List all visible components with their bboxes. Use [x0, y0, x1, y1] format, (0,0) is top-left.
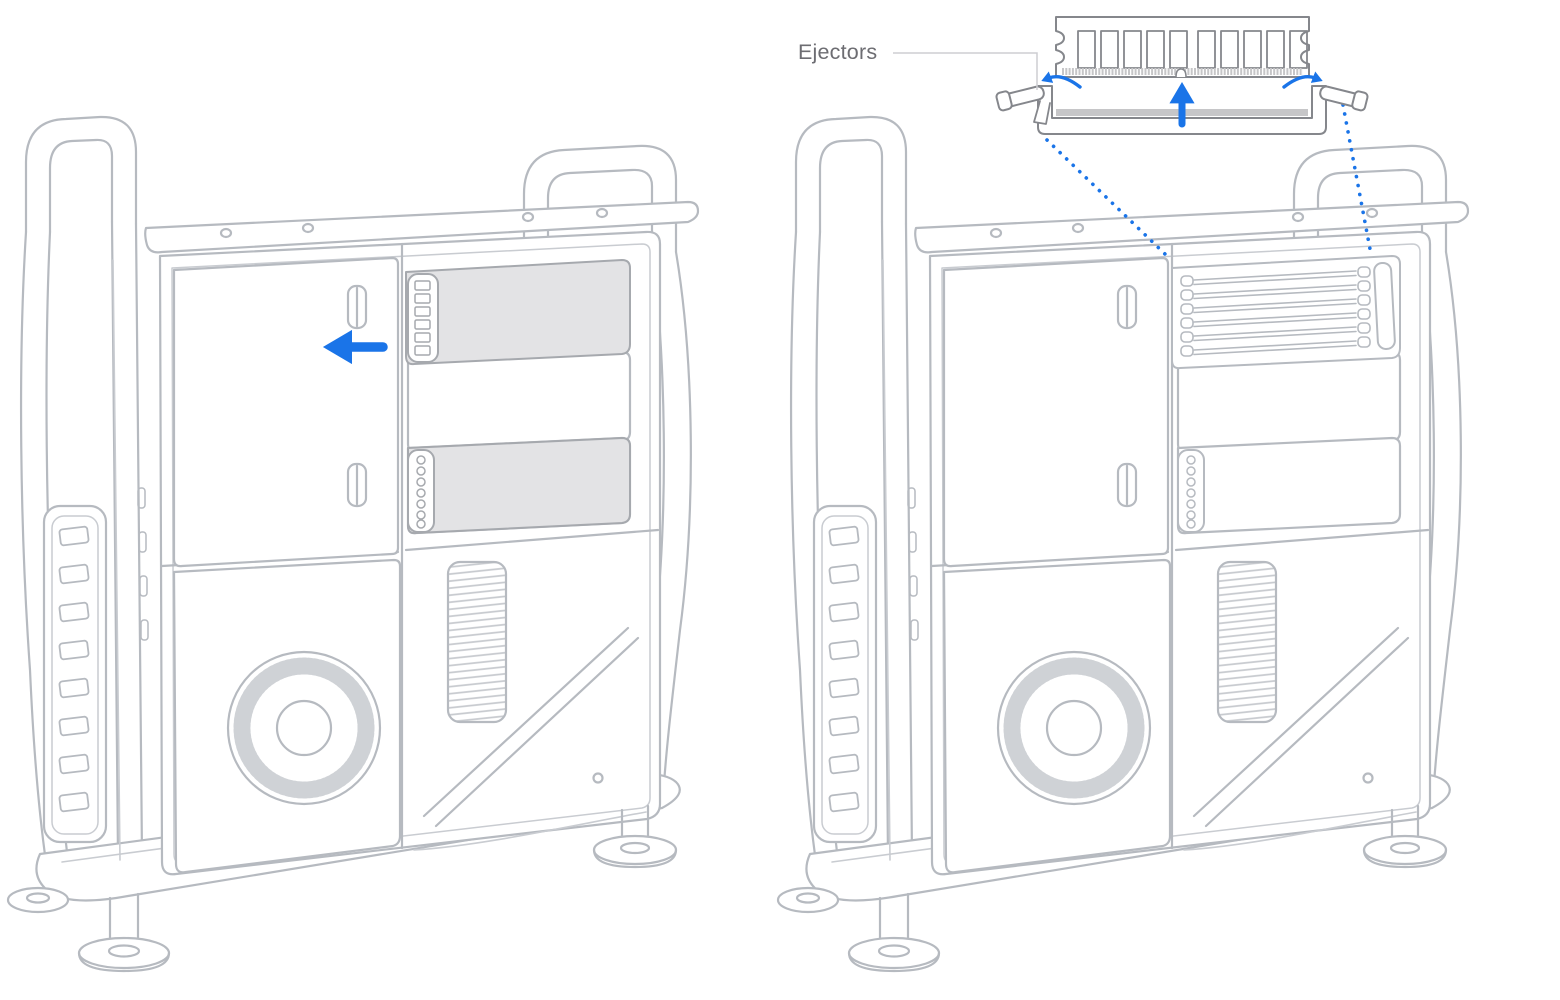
dimm-key-notch [1175, 68, 1187, 78]
mac-pro-figure-bay-open [778, 117, 1468, 971]
ejectors-label: Ejectors [798, 40, 878, 64]
dimm-cover-panel [405, 259, 631, 366]
alignment-dotted-line-right [1341, 103, 1372, 251]
ejectors-callout-line [893, 52, 1038, 90]
dimm-slots [1180, 266, 1371, 357]
ejector-right [1319, 85, 1369, 112]
ejector-left [995, 85, 1045, 112]
dimm-bay [1171, 255, 1401, 370]
alignment-dotted-line-left [1045, 138, 1168, 257]
dimm-socket [1037, 85, 1327, 135]
lower-cover-panel [407, 437, 631, 535]
dimm-cover-connector-strip [407, 273, 439, 363]
ejector-open-right-arrow-icon [1282, 71, 1323, 89]
dimm-bay-right-retainer [1373, 261, 1396, 350]
mac-pro-figure-cover-closed [8, 117, 698, 971]
dimm-detail [995, 16, 1369, 135]
ejector-open-left-arrow-icon [1041, 71, 1082, 89]
